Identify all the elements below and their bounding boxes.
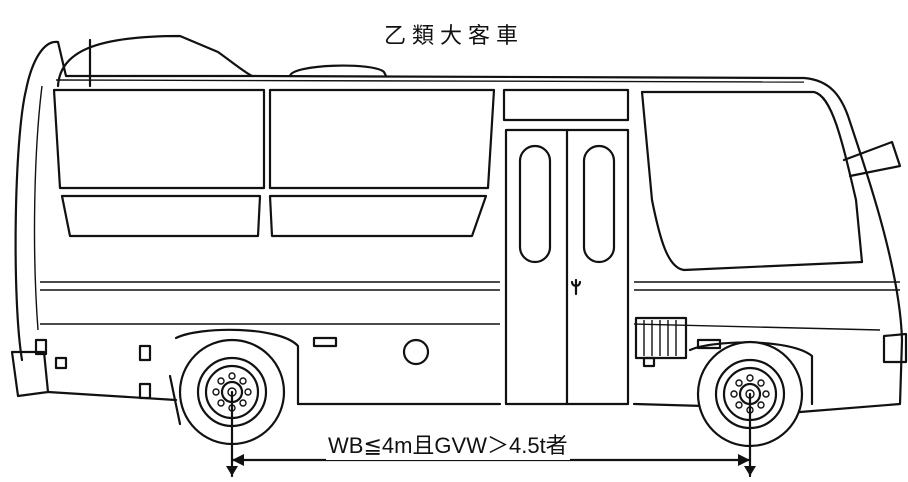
side-window-1-lower [60, 194, 262, 238]
side-window-1 [52, 88, 266, 190]
front-bumper [10, 350, 50, 398]
front-light [34, 338, 48, 356]
wheelbase-caption: WB≦4m且GVW＞4.5t者 [326, 428, 570, 460]
fuel-cap [402, 338, 430, 366]
diagram-title: 乙類大客車 [383, 24, 524, 49]
bus-body-outline [14, 40, 904, 414]
roof-pod [56, 34, 254, 88]
engine-grille [634, 316, 688, 360]
door-window-left [518, 144, 552, 264]
side-window-2 [268, 88, 496, 190]
mirror [842, 140, 902, 178]
door-top-panel [502, 88, 630, 122]
door-window-right [582, 144, 616, 264]
wheelbase-dimension [226, 390, 756, 478]
side-window-2-lower [268, 194, 488, 238]
roof-vent [288, 64, 388, 78]
rear-side-window [640, 90, 864, 272]
door-handle [570, 278, 582, 296]
rear-bumper [882, 332, 908, 364]
